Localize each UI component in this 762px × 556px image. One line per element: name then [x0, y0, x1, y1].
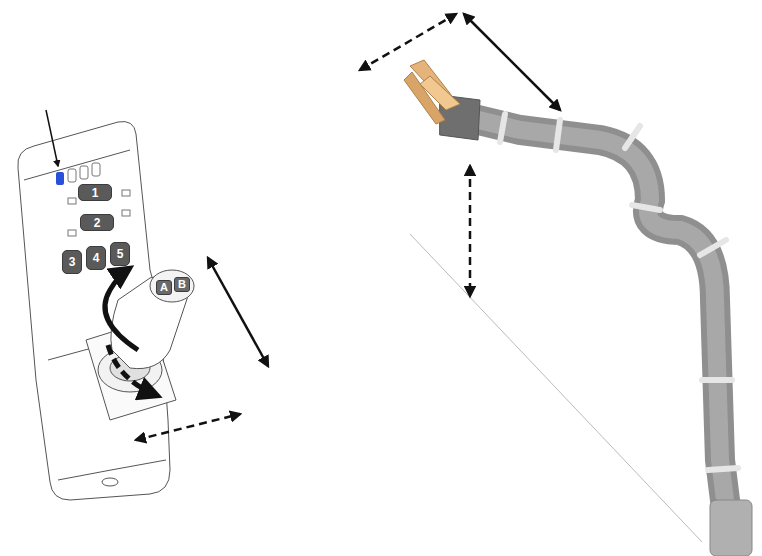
control-button: B	[174, 277, 190, 292]
lateral-arrow	[360, 14, 456, 70]
vertical-arrow	[469, 166, 472, 296]
push-pull-arrow	[464, 14, 560, 110]
rotate-arrow	[105, 268, 138, 350]
lateral-arrow	[136, 414, 240, 440]
push-pull-arrow	[208, 258, 268, 366]
control-button: A	[156, 280, 172, 295]
status-leds	[56, 163, 130, 236]
button-label: 3	[69, 256, 76, 268]
control-button: 4	[86, 246, 106, 270]
control-button: 3	[62, 250, 82, 274]
gripper	[404, 60, 460, 124]
ground-line	[410, 234, 702, 542]
button-label: 1	[92, 187, 99, 199]
button-label: 2	[94, 217, 101, 229]
button-label: 5	[117, 248, 124, 260]
pointer-arrow	[46, 110, 58, 166]
rotate-arrow	[108, 345, 158, 396]
control-button: 2	[80, 214, 114, 231]
button-label: B	[178, 279, 186, 290]
robot-arm	[440, 95, 752, 556]
button-label: 4	[93, 252, 100, 264]
control-button: 5	[110, 242, 130, 266]
control-button: 1	[78, 184, 112, 201]
button-label: A	[160, 282, 168, 293]
joystick-handle	[111, 270, 194, 369]
